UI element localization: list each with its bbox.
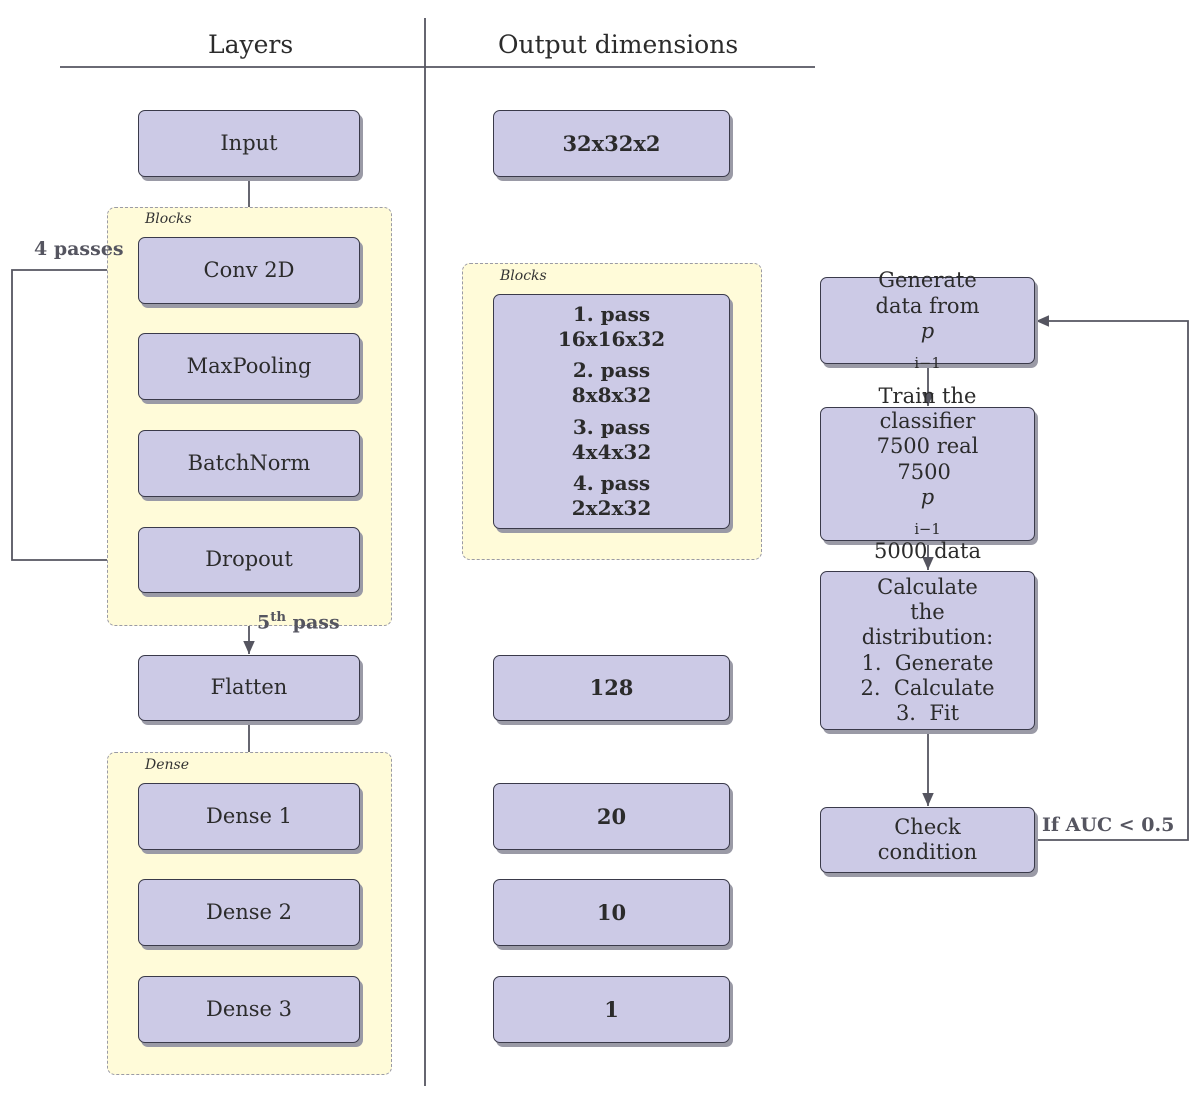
process-calculate-text: Calculate the distribution: 1. Generate …	[860, 575, 994, 726]
layer-conv-2d: Conv 2D	[138, 237, 360, 304]
layer-dense-1: Dense 1	[138, 783, 360, 850]
output-dense-1: 20	[493, 783, 730, 850]
layer-maxpooling-label: MaxPooling	[186, 353, 312, 378]
process-train-text: Train the classifier 7500 real 7500 p i−1…	[874, 384, 981, 564]
process-generate-p: p	[920, 318, 935, 343]
process-calculate-line5: 2. Calculate	[860, 675, 995, 700]
process-generate-data: Generate data from p i−1	[820, 268, 1035, 372]
output-input: 32x32x2	[493, 110, 730, 177]
blocks-group-left-label: Blocks	[145, 211, 192, 227]
output-dense-1-value: 20	[596, 803, 627, 829]
output-dense-2-value: 10	[596, 899, 627, 925]
layer-conv-2d-label: Conv 2D	[203, 257, 295, 282]
process-train-line1: Train the	[878, 384, 977, 409]
edge-label-5th-pass-sup: th	[270, 610, 287, 625]
output-pass-3-dims: 4x4x32	[571, 439, 652, 464]
process-generate-line1: Generate	[878, 268, 977, 293]
process-calculate-line6: 3. Fit	[895, 700, 960, 725]
layer-dense-2: Dense 2	[138, 879, 360, 946]
process-generate-sub: i−1	[914, 355, 941, 373]
dense-group-label: Dense	[145, 757, 189, 773]
process-train-line2: classifier	[879, 409, 976, 434]
process-train-line5: 5000 data	[873, 538, 982, 563]
output-dense-3-value: 1	[604, 996, 619, 1022]
process-train-line4-prefix: 7500	[897, 459, 958, 484]
arrow-loop-dropout-conv	[11, 264, 138, 561]
layer-input-label: Input	[220, 130, 278, 155]
edge-label-5th-pass-word: pass	[292, 611, 340, 634]
layer-dense-1-label: Dense 1	[205, 803, 293, 828]
process-calculate-line3: distribution:	[861, 625, 994, 650]
layers-header: Layers	[208, 30, 294, 59]
layer-flatten-label: Flatten	[210, 675, 288, 700]
process-generate-text: Generate data from p i−1	[876, 268, 980, 372]
edge-label-4-passes: 4 passes	[34, 238, 124, 260]
process-calculate-distribution: Calculate the distribution: 1. Generate …	[820, 571, 1035, 730]
process-check-condition: Check condition	[820, 807, 1035, 873]
edge-label-auc-condition: If AUC < 0.5	[1042, 814, 1175, 836]
output-dense-2: 10	[493, 879, 730, 946]
layer-input: Input	[138, 110, 360, 177]
layer-batchnorm: BatchNorm	[138, 430, 360, 497]
output-pass-4-label: 4. pass	[572, 470, 651, 495]
process-generate-line3: p i−1	[876, 319, 980, 373]
process-check-text: Check condition	[878, 815, 977, 865]
output-pass-2-label: 2. pass	[572, 358, 651, 383]
arrow-check-generate	[1035, 315, 1189, 841]
output-pass-4-dims: 2x2x32	[571, 495, 652, 520]
output-dimensions-header: Output dimensions	[498, 30, 739, 59]
layer-dense-2-label: Dense 2	[205, 899, 293, 924]
process-calculate-line1: Calculate	[877, 574, 978, 599]
layer-dense-3-label: Dense 3	[205, 996, 293, 1021]
layer-batchnorm-label: BatchNorm	[187, 450, 311, 475]
layer-maxpooling: MaxPooling	[138, 333, 360, 400]
process-train-sub: i−1	[914, 521, 941, 539]
edge-label-5th-pass: 5th pass	[257, 610, 340, 633]
output-pass-1-dims: 16x16x32	[557, 327, 666, 352]
process-check-line1: Check	[894, 814, 961, 839]
process-train-line4: 7500 p i−1	[874, 460, 981, 539]
process-check-line2: condition	[877, 840, 978, 864]
layer-dense-3: Dense 3	[138, 976, 360, 1043]
blocks-group-right-label: Blocks	[500, 268, 547, 284]
output-flatten-value: 128	[589, 675, 634, 701]
process-train-p: p	[920, 484, 935, 509]
process-train-line3: 7500 real	[876, 434, 979, 459]
layer-dropout-label: Dropout	[205, 547, 293, 572]
process-generate-line2: data from	[875, 293, 980, 318]
output-input-value: 32x32x2	[562, 130, 661, 156]
edge-label-5th-pass-number: 5	[257, 611, 271, 634]
output-pass-1-label: 1. pass	[572, 302, 651, 327]
layer-flatten: Flatten	[138, 655, 360, 721]
output-flatten: 128	[493, 655, 730, 721]
process-calculate-line2: the	[910, 600, 945, 625]
output-pass-3-label: 3. pass	[572, 414, 651, 439]
process-train-classifier: Train the classifier 7500 real 7500 p i−1…	[820, 384, 1035, 563]
layer-dropout: Dropout	[138, 527, 360, 593]
process-calculate-line4: 1. Generate	[861, 650, 994, 675]
output-pass-2-dims: 8x8x32	[571, 383, 652, 408]
output-dense-3: 1	[493, 976, 730, 1043]
